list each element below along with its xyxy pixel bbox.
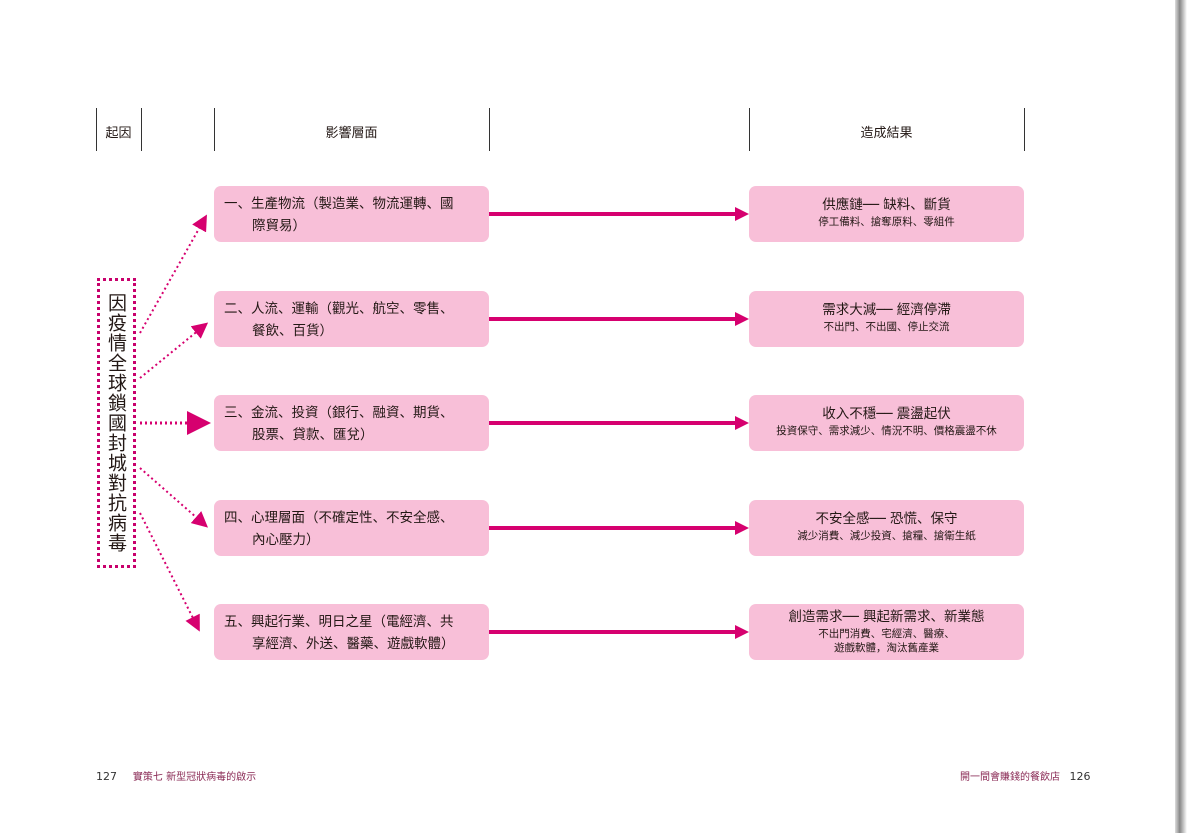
divider [749, 108, 750, 151]
footer-left: 127 實策七 新型冠狀病毒的啟示 [96, 768, 256, 783]
result-detail: 投資保守、需求減少、情況不明、價格震盪不休 [776, 425, 997, 437]
result-box: 供應鏈── 缺料、斷貨 停工備料、搶奪原料、零組件 [749, 186, 1024, 242]
impact-box: 二、人流、運輸（觀光、航空、零售、 餐飲、百貨） [214, 291, 489, 347]
result-box: 收入不穩── 震盪起伏 投資保守、需求減少、情況不明、價格震盪不休 [749, 395, 1024, 451]
result-detail: 停工備料、搶奪原料、零組件 [818, 216, 955, 228]
impact-text: 三、金流、投資（銀行、融資、期貨、 [224, 405, 454, 421]
impact-box: 四、心理層面（不確定性、不安全感、 內心壓力） [214, 500, 489, 556]
arrow-icon [489, 625, 749, 639]
result-title: 創造需求── 興起新需求、新業態 [788, 609, 985, 625]
impact-text: 內心壓力） [252, 532, 320, 548]
result-detail: 不出門、不出國、停止交流 [823, 321, 950, 333]
result-detail: 減少消費、減少投資、搶糧、搶衛生紙 [797, 530, 976, 542]
arrow-icon [489, 207, 749, 221]
footer-right: 開一間會賺錢的餐飲店 126 [960, 768, 1091, 783]
connector-2 [139, 322, 209, 379]
cause-box: 因疫情全球鎖國封城對抗病毒 [97, 278, 136, 568]
result-box: 創造需求── 興起新需求、新業態 不出門消費、宅經濟、醫療、 遊戲軟體，淘汰舊產… [749, 604, 1024, 660]
connector-5 [139, 512, 200, 632]
chapter-title: 實策七 新型冠狀病毒的啟示 [132, 772, 257, 783]
header-impact: 影響層面 [325, 126, 378, 141]
result-title: 需求大減── 經濟停滯 [822, 302, 951, 318]
divider [96, 108, 97, 151]
divider [489, 108, 490, 151]
impact-text: 四、心理層面（不確定性、不安全感、 [224, 510, 454, 526]
page-edge [1175, 0, 1187, 833]
result-box: 不安全感── 恐慌、保守 減少消費、減少投資、搶糧、搶衛生紙 [749, 500, 1024, 556]
arrow-icon [489, 416, 749, 430]
impact-text: 股票、貸款、匯兌） [252, 427, 374, 443]
connector-4 [139, 467, 209, 528]
impact-text: 一、生產物流（製造業、物流運轉、國 [224, 196, 454, 212]
impact-text: 五、興起行業、明日之星（電經濟、共 [224, 614, 454, 630]
impact-text: 二、人流、運輸（觀光、航空、零售、 [224, 301, 454, 317]
page-number: 126 [1069, 770, 1091, 783]
impact-text: 享經濟、外送、醫藥、遊戲軟體） [252, 636, 455, 652]
impact-box: 五、興起行業、明日之星（電經濟、共 享經濟、外送、醫藥、遊戲軟體） [214, 604, 489, 660]
result-detail: 不出門消費、宅經濟、醫療、 [818, 628, 955, 640]
impact-box: 三、金流、投資（銀行、融資、期貨、 股票、貸款、匯兌） [214, 395, 489, 451]
result-box: 需求大減── 經濟停滯 不出門、不出國、停止交流 [749, 291, 1024, 347]
connector-1 [139, 214, 207, 334]
result-title: 不安全感── 恐慌、保守 [815, 511, 958, 527]
result-title: 供應鏈── 缺料、斷貨 [822, 197, 951, 213]
divider [214, 108, 215, 151]
impact-text: 際貿易） [252, 218, 306, 234]
result-detail: 遊戲軟體，淘汰舊產業 [834, 642, 939, 654]
header-result: 造成結果 [860, 126, 913, 141]
header-cause: 起因 [105, 126, 132, 141]
result-title: 收入不穩── 震盪起伏 [822, 406, 951, 422]
arrow-icon [489, 312, 749, 326]
page-number: 127 [96, 770, 117, 783]
divider [1024, 108, 1025, 151]
book-title: 開一間會賺錢的餐飲店 [960, 772, 1060, 783]
divider [141, 108, 142, 151]
impact-box: 一、生產物流（製造業、物流運轉、國 際貿易） [214, 186, 489, 242]
impact-text: 餐飲、百貨） [252, 323, 333, 339]
arrow-icon [489, 521, 749, 535]
